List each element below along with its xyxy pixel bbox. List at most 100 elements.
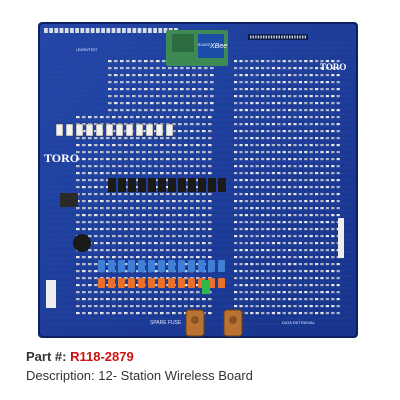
smd-component (154, 207, 158, 210)
smd-component (144, 81, 148, 84)
smd-component (178, 242, 182, 245)
smd-component (172, 193, 176, 196)
smd-component (325, 172, 329, 175)
smd-component (331, 179, 335, 182)
smd-component (120, 67, 124, 70)
smd-component (244, 312, 248, 315)
smd-component (154, 249, 158, 252)
smd-component (118, 298, 122, 301)
smd-component (244, 284, 248, 287)
smd-component (271, 81, 275, 84)
smd-component (234, 298, 238, 301)
smd-component (88, 291, 92, 294)
smd-component (114, 95, 118, 98)
smd-component (106, 165, 110, 168)
smd-component (325, 144, 329, 147)
smd-component (198, 67, 202, 70)
smd-component (315, 123, 319, 126)
smd-component (266, 256, 270, 259)
smd-component (266, 284, 270, 287)
smd-component (293, 179, 297, 182)
smd-component (120, 88, 124, 91)
smd-component (298, 305, 302, 308)
smd-component (282, 312, 286, 315)
connector-pin (283, 35, 286, 39)
smd-component (94, 312, 98, 315)
smd-component (239, 102, 243, 105)
smd-component (288, 200, 292, 203)
smd-component (271, 158, 275, 161)
smd-component (271, 172, 275, 175)
smd-component (196, 263, 200, 266)
smd-component (336, 116, 340, 119)
smd-component (266, 88, 270, 91)
smd-component (261, 235, 265, 238)
smd-component (172, 123, 176, 126)
smd-component (309, 144, 313, 147)
connector-bar (248, 34, 308, 40)
smd-component (142, 144, 146, 147)
smd-component (282, 214, 286, 217)
smd-component (271, 207, 275, 210)
smd-component (126, 60, 130, 63)
smd-component (244, 109, 248, 112)
smd-component (288, 291, 292, 294)
smd-component (178, 221, 182, 224)
smd-component (325, 284, 329, 287)
smd-component (198, 95, 202, 98)
smd-component (112, 221, 116, 224)
circuit-board-image: TORO TORO XBee LEARN/TEST BOARD SPARE FU… (38, 22, 358, 338)
smd-component (174, 88, 178, 91)
smd-component (325, 130, 329, 133)
smd-component (180, 74, 184, 77)
smd-component (331, 74, 335, 77)
smd-component (202, 151, 206, 154)
smd-component (166, 193, 170, 196)
smd-component (255, 270, 259, 273)
connector-pin (265, 35, 267, 39)
smd-component (162, 67, 166, 70)
smd-component (266, 214, 270, 217)
smd-component (202, 165, 206, 168)
smd-component (166, 277, 170, 280)
connector-pin (294, 35, 296, 39)
smd-component (190, 172, 194, 175)
led-header-pin (90, 28, 95, 33)
smd-component (250, 67, 254, 70)
smd-component (196, 284, 200, 287)
smd-component (282, 291, 286, 294)
smd-component (309, 60, 313, 63)
smd-component (261, 102, 265, 105)
smd-component (304, 109, 308, 112)
smd-component (234, 249, 238, 252)
smd-component (234, 130, 238, 133)
smd-component (106, 298, 110, 301)
smd-component (309, 214, 313, 217)
smd-component (126, 95, 130, 98)
smd-component (160, 165, 164, 168)
smd-component (304, 270, 308, 273)
smd-component (166, 137, 170, 140)
smd-component (160, 221, 164, 224)
smd-component (88, 165, 92, 168)
smd-component (210, 109, 214, 112)
smd-component (208, 144, 212, 147)
smd-component (124, 312, 128, 315)
led-header-pin (96, 28, 100, 33)
smd-component (336, 81, 340, 84)
smd-component (94, 256, 98, 259)
smd-component (88, 221, 92, 224)
smd-component (288, 186, 292, 189)
smd-component (271, 179, 275, 182)
smd-component (261, 179, 265, 182)
smd-component (293, 60, 297, 63)
smd-component (154, 200, 158, 203)
smd-component (325, 298, 329, 301)
smd-component (271, 95, 275, 98)
smd-component (277, 123, 281, 126)
description-line: Description: 12- Station Wireless Board (26, 368, 253, 384)
smd-component (261, 130, 265, 133)
smd-component (184, 123, 188, 126)
smd-component (261, 95, 265, 98)
smd-component (271, 221, 275, 224)
